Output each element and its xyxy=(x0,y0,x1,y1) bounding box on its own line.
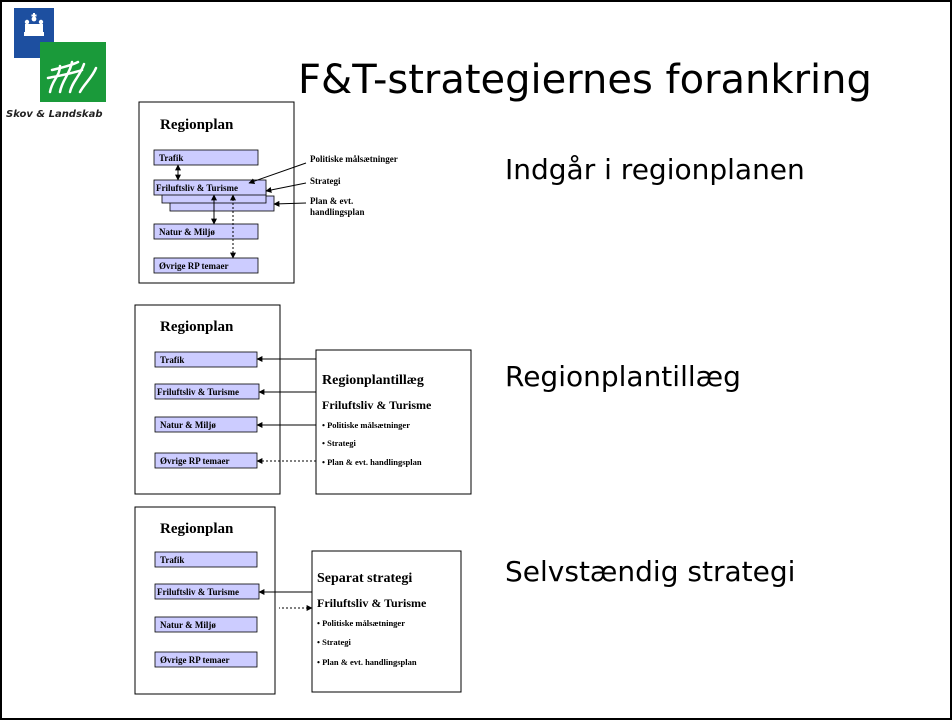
theme-box-ovrige xyxy=(153,257,259,274)
theme-label-friluftsliv: Friluftsliv & Turisme xyxy=(156,183,238,193)
logo-name: Skov & Landskab xyxy=(6,109,102,120)
theme-box-trafik xyxy=(154,551,258,568)
label-plan-line1: Plan & evt. xyxy=(310,196,353,206)
slide-title: F&T-strategiernes forankring xyxy=(298,57,872,103)
tillaeg-bullet-plan: • Plan & evt. handlingsplan xyxy=(322,457,422,467)
panel-2: Regionplan Trafik Friluftsliv & Turisme … xyxy=(134,304,741,495)
theme-label-trafik: Trafik xyxy=(159,153,183,163)
separat-strategi-box xyxy=(311,550,462,693)
theme-label-natur: Natur & Miljø xyxy=(160,620,216,630)
theme-label-natur: Natur & Miljø xyxy=(160,420,216,430)
tillaeg-subtitle: Friluftsliv & Turisme xyxy=(322,398,432,412)
theme-label-ovrige: Øvrige RP temaer xyxy=(159,261,228,271)
crown-icon xyxy=(24,13,44,36)
theme-box-trafik xyxy=(153,149,259,166)
label-plan-line2: handlingsplan xyxy=(310,207,365,217)
label-strategi: Strategi xyxy=(310,176,341,186)
separat-subtitle: Friluftsliv & Turisme xyxy=(317,596,427,610)
regionplan-title: Regionplan xyxy=(160,319,234,335)
tree-icon xyxy=(46,60,98,94)
tillaeg-bullet-strategi: • Strategi xyxy=(322,438,357,448)
separat-bullet-politiske: • Politiske målsætninger xyxy=(317,618,405,628)
pointer-strategi xyxy=(265,182,307,193)
tillaeg-bullet-politiske: • Politiske målsætninger xyxy=(322,420,410,430)
separat-bullet-strategi: • Strategi xyxy=(317,637,352,647)
theme-box-natur xyxy=(154,616,258,633)
caption-tillaeg: Regionplantillæg xyxy=(505,360,741,393)
separat-title: Separat strategi xyxy=(317,571,412,586)
caption-indgaar: Indgår i regionplanen xyxy=(505,153,805,186)
regionplan-title: Regionplan xyxy=(160,521,234,537)
caption-selvstaendig: Selvstændig strategi xyxy=(505,555,795,588)
tillaeg-box xyxy=(315,349,472,495)
tillaeg-title: Regionplantillæg xyxy=(322,373,424,388)
panel-1: Regionplan Trafik Friluftsliv & Turisme … xyxy=(138,101,805,284)
theme-label-friluftsliv: Friluftsliv & Turisme xyxy=(157,387,239,397)
separat-bullet-plan: • Plan & evt. handlingsplan xyxy=(317,657,417,667)
theme-label-trafik: Trafik xyxy=(160,355,184,365)
pointer-politiske xyxy=(248,162,307,185)
pointer-plan xyxy=(273,200,307,207)
panel-3: Regionplan Trafik Friluftsliv & Turisme … xyxy=(134,506,795,695)
theme-label-trafik: Trafik xyxy=(160,555,184,565)
label-politiske: Politiske målsætninger xyxy=(310,154,398,164)
theme-label-ovrige: Øvrige RP temaer xyxy=(160,655,229,665)
theme-label-ovrige: Øvrige RP temaer xyxy=(160,456,229,466)
theme-box-ovrige xyxy=(154,651,258,668)
theme-label-natur: Natur & Miljø xyxy=(159,227,215,237)
skov-landskab-logo: Skov & Landskab xyxy=(6,8,106,120)
theme-label-friluftsliv: Friluftsliv & Turisme xyxy=(157,587,239,597)
regionplan-title: Regionplan xyxy=(160,117,234,133)
